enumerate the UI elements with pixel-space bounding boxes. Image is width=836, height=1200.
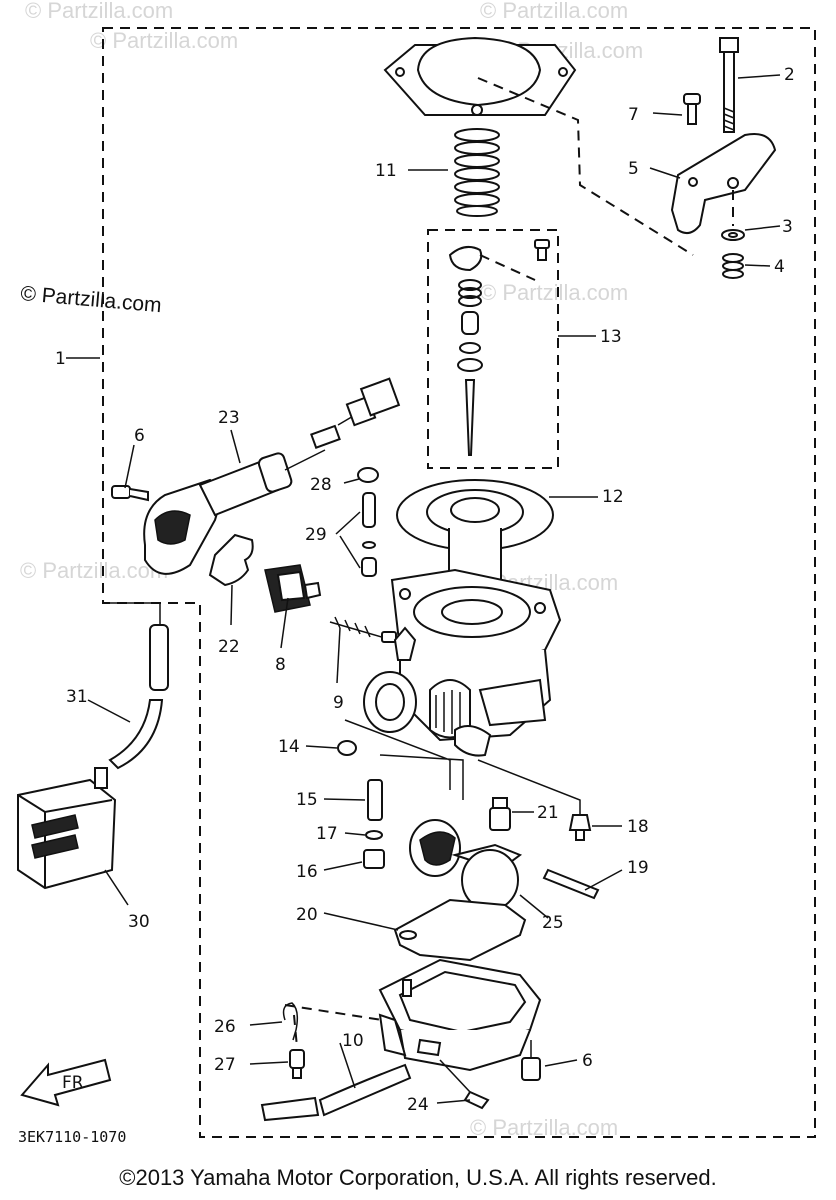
watermark: © Partzilla.com [480, 280, 628, 305]
throttle-sensor-23 [143, 377, 401, 575]
hose-31 [103, 602, 169, 770]
spring-11 [454, 128, 500, 217]
callout-6b: 6 [582, 1051, 593, 1071]
gasket-22 [208, 533, 254, 587]
jet-16 [363, 849, 385, 869]
spring-4 [722, 253, 744, 279]
cover-screw-line [477, 77, 694, 256]
top-cover [383, 36, 577, 116]
part-8 [264, 564, 322, 613]
screw-24 [439, 1059, 490, 1110]
callout-labels: 11 2 7 5 3 4 13 1 12 23 6 28 29 22 8 9 3… [55, 65, 795, 1115]
callout-25: 25 [542, 913, 564, 933]
watermark: © Partzilla.com [480, 0, 628, 23]
callout-8: 8 [275, 655, 286, 675]
callout-19: 19 [627, 858, 649, 878]
callout-3: 3 [782, 217, 793, 237]
jet-15 [367, 779, 383, 821]
long-bolt-2 [719, 37, 739, 133]
washer-3 [721, 229, 745, 241]
front-arrow-icon: FR [20, 1058, 112, 1107]
carburetor-exploded-diagram: © Partzilla.com © Partzilla.com © Partzi… [17, 0, 816, 1146]
callout-30: 30 [128, 912, 150, 932]
watermark: © Partzilla.com [20, 558, 168, 583]
callout-7: 7 [628, 105, 639, 125]
filter-30 [17, 767, 117, 890]
callout-24: 24 [407, 1095, 429, 1115]
callout-12: 12 [602, 487, 624, 507]
o-ring-17 [365, 830, 383, 840]
callout-18: 18 [627, 817, 649, 837]
leader-line [344, 719, 581, 815]
needle-box [427, 229, 559, 469]
callout-17: 17 [316, 824, 338, 844]
clip-26 [282, 1002, 299, 1041]
callout-16: 16 [296, 862, 318, 882]
cap-28 [357, 467, 379, 483]
callout-27: 27 [214, 1055, 236, 1075]
diagram-code: 3EK7110-1070 [18, 1128, 126, 1146]
callout-leaders [66, 74, 781, 1104]
screw-9 [329, 616, 397, 643]
drain-line [284, 1004, 383, 1048]
svg-text:FR: FR [62, 1073, 84, 1093]
screw-7 [683, 93, 701, 125]
float-25 [409, 819, 523, 911]
watermark: © Partzilla.com [470, 1115, 618, 1140]
jet-21 [489, 797, 511, 831]
callout-31: 31 [66, 687, 88, 707]
callout-29: 29 [305, 525, 327, 545]
callout-13: 13 [600, 327, 622, 347]
callout-2: 2 [784, 65, 795, 85]
watermark: © Partzilla.com [25, 0, 173, 23]
needle-assembly-13 [448, 239, 550, 456]
copyright-footer: ©2013 Yamaha Motor Corporation, U.S.A. A… [119, 1165, 717, 1190]
callout-1: 1 [55, 349, 66, 369]
callout-22: 22 [218, 637, 240, 657]
callout-23: 23 [218, 408, 240, 428]
callout-5: 5 [628, 159, 639, 179]
screw-27 [289, 1049, 305, 1079]
screws-29 [361, 492, 377, 577]
callout-20: 20 [296, 905, 318, 925]
gasket-20 [393, 898, 527, 962]
callout-4: 4 [774, 257, 785, 277]
callout-15: 15 [296, 790, 318, 810]
part-14 [337, 740, 357, 756]
pin-19 [542, 868, 600, 900]
callout-10: 10 [342, 1031, 364, 1051]
float-bowl [378, 958, 542, 1072]
watermark: © Partzilla.com [90, 28, 238, 53]
callout-11: 11 [375, 161, 397, 181]
carburetor-body [363, 568, 562, 757]
callout-28: 28 [310, 475, 332, 495]
hose-10 [260, 1063, 412, 1122]
callout-14: 14 [278, 737, 300, 757]
screw-6b [521, 1040, 541, 1081]
screw-6a [111, 485, 149, 502]
needle-valve-18 [568, 814, 592, 841]
watermark-group: © Partzilla.com © Partzilla.com © Partzi… [20, 0, 643, 1140]
callout-6a: 6 [134, 426, 145, 446]
callout-26: 26 [214, 1017, 236, 1037]
watermark-prominent: © Partzilla.com [20, 282, 163, 317]
bracket-5 [670, 133, 777, 235]
callout-9: 9 [333, 693, 344, 713]
callout-21: 21 [537, 803, 559, 823]
